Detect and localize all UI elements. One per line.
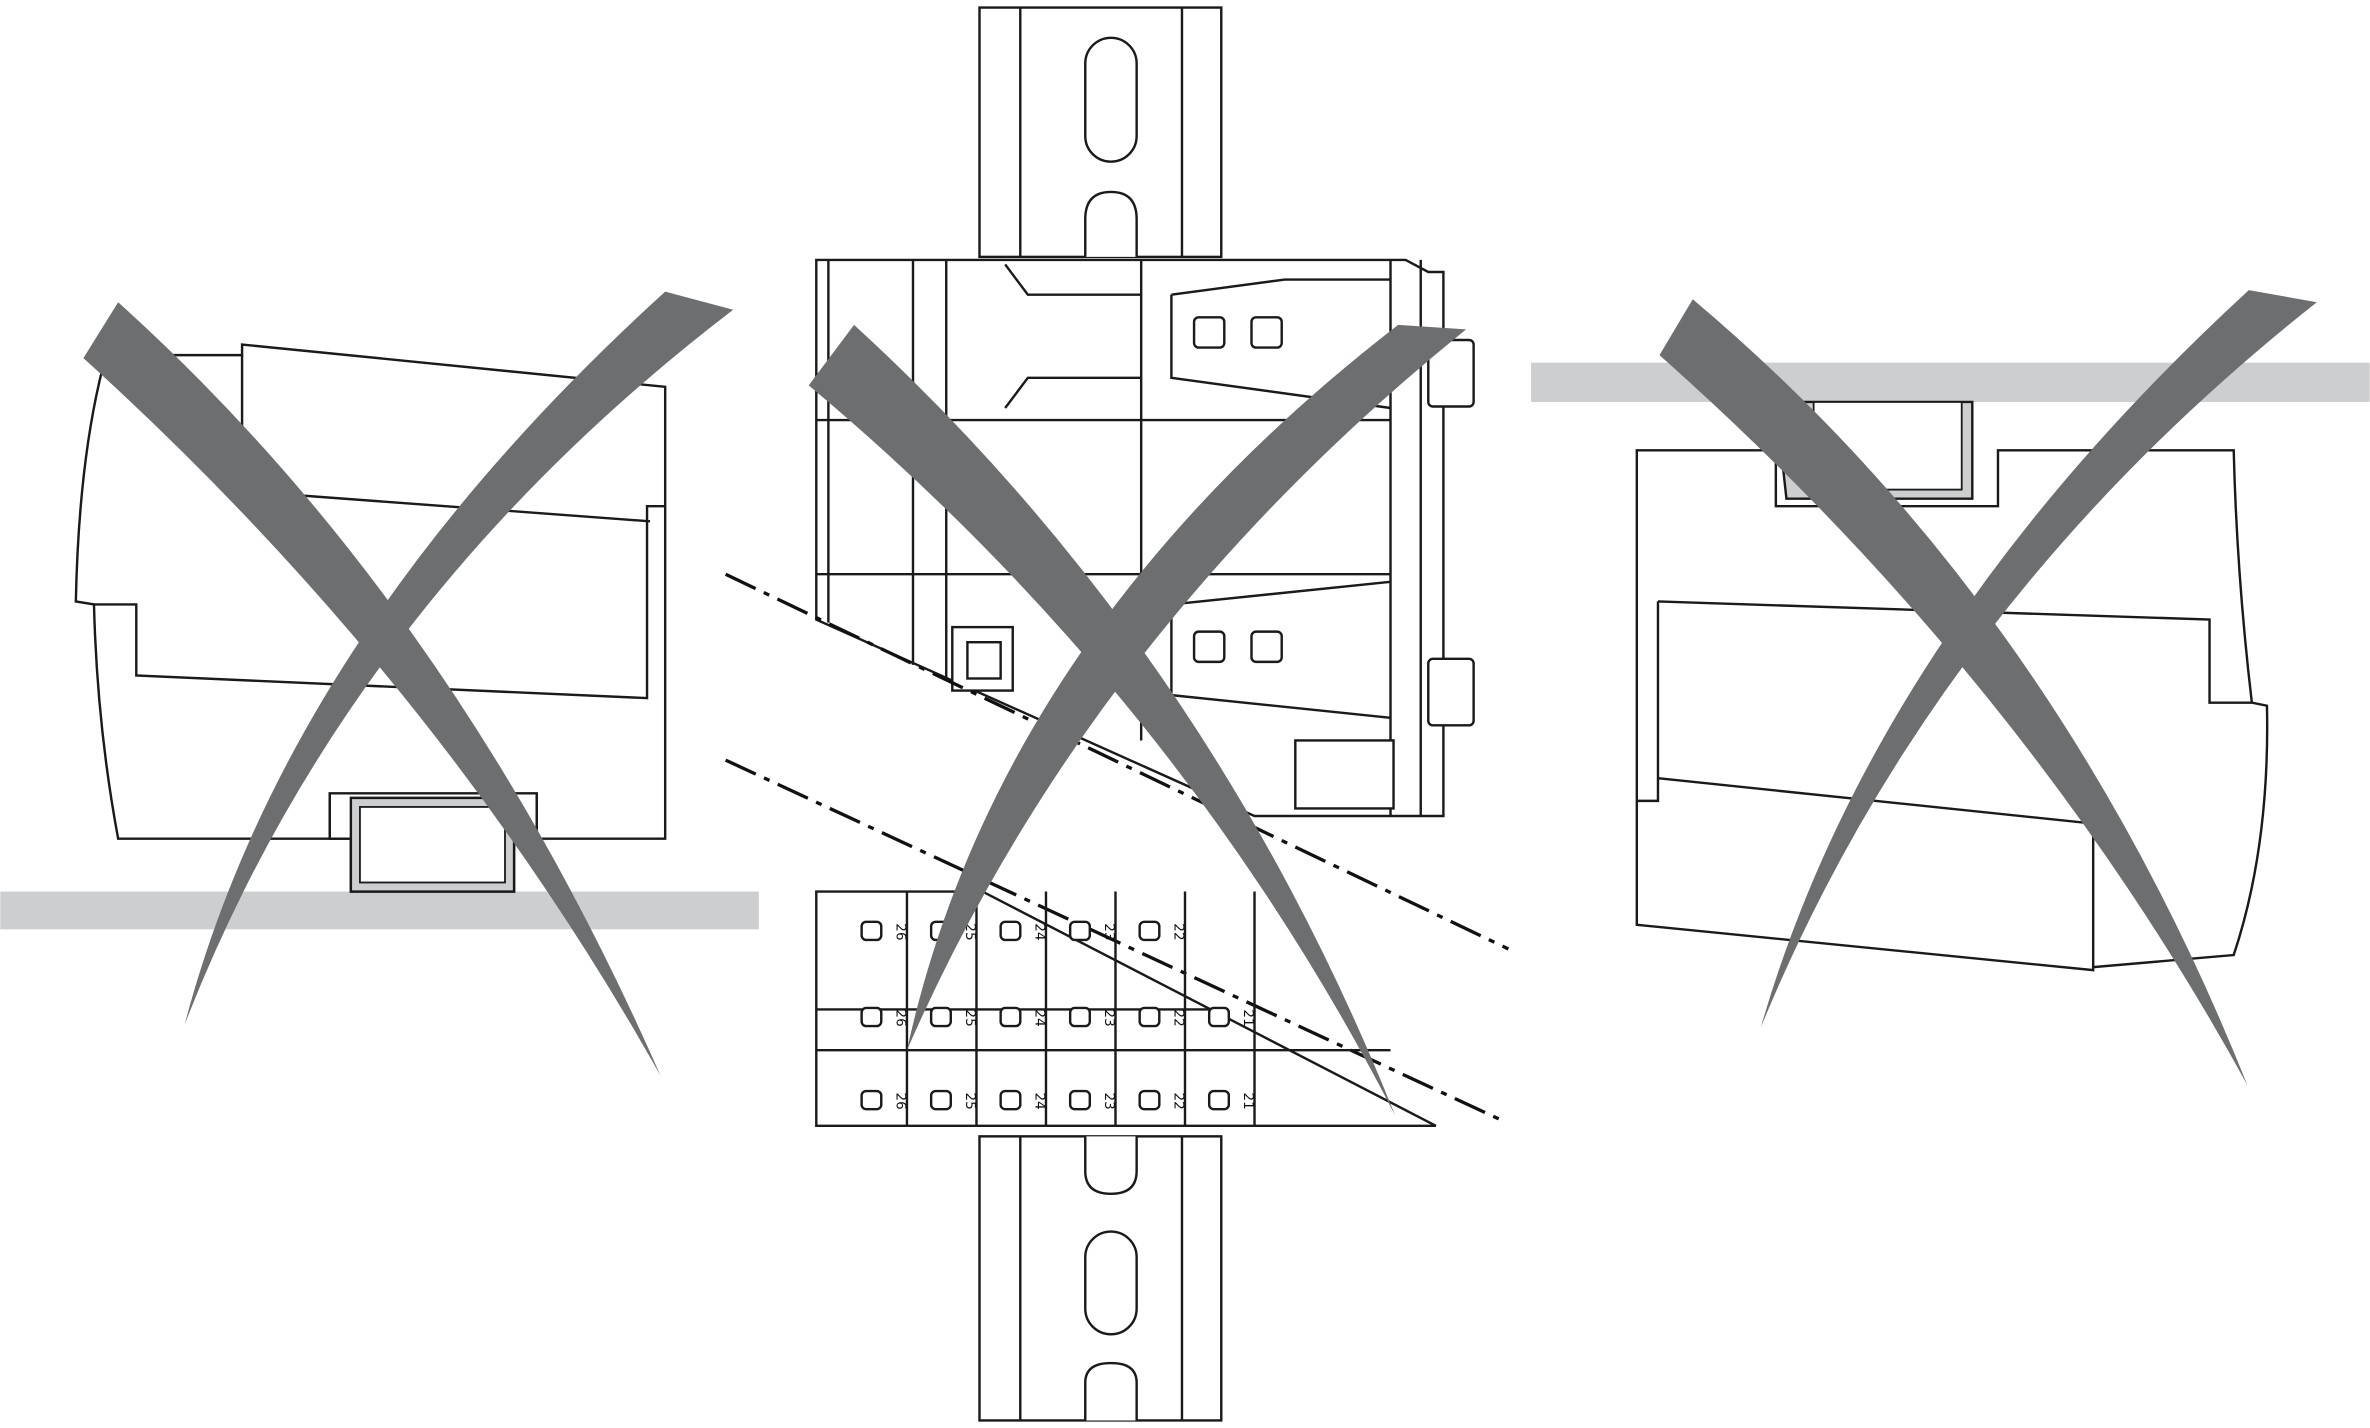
terminal-screw-icon: [860, 1089, 883, 1111]
cross-stroke-icon: [1659, 299, 2248, 1085]
module-top-section: [815, 258, 1475, 818]
terminal-screw-icon: [999, 1006, 1022, 1028]
terminal-screw-icon: [1068, 1006, 1092, 1028]
din-rail-right: [1531, 362, 2370, 402]
terminal-label: 23: [1101, 923, 1117, 940]
terminal-screw-icon: [860, 1006, 883, 1028]
terminal-screw-icon: [1207, 1006, 1231, 1028]
cross-stroke-icon: [83, 302, 661, 1076]
cut-line-upper: [724, 572, 1510, 951]
terminal-screw-icon: [929, 1089, 952, 1111]
terminal-screw-icon: [1068, 920, 1092, 942]
terminal-screw-icon: [999, 920, 1022, 942]
terminal-screw-icon: [1138, 1006, 1161, 1028]
terminal-label: 26: [892, 1009, 908, 1026]
terminal-screw-icon: [1068, 1089, 1092, 1111]
terminal-label: 26: [892, 1093, 908, 1110]
terminal-screw-icon: [999, 1089, 1022, 1111]
cross-mark-center: [808, 324, 1467, 1116]
terminal-screw-icon: [1138, 1089, 1161, 1111]
terminal-label: 24: [1031, 1093, 1047, 1110]
terminal-label: 25: [962, 1093, 978, 1110]
din-rail-vertical: [978, 6, 1223, 1422]
terminal-label: 23: [1101, 1093, 1117, 1110]
cross-stroke-icon: [808, 324, 1396, 1116]
terminal-label: 21: [1240, 1009, 1256, 1026]
module-housing-right: [1635, 449, 2269, 972]
terminal-label: 26: [892, 923, 908, 940]
terminal-screw-icon: [929, 1006, 952, 1028]
terminal-label: 23: [1101, 1009, 1117, 1026]
terminal-label: 21: [1240, 1093, 1256, 1110]
terminal-label: 24: [1031, 923, 1047, 940]
terminal-label: 22: [1170, 1093, 1186, 1110]
terminal-label: 22: [1170, 923, 1186, 940]
terminal-screw-icon: [1138, 920, 1161, 942]
terminal-label: 22: [1170, 1009, 1186, 1026]
din-rail-left: [0, 891, 759, 930]
terminal-label: 25: [962, 1009, 978, 1026]
terminal-screw-icon: [1207, 1089, 1231, 1111]
cross-mark-left: [83, 291, 734, 1076]
cross-mark-right: [1659, 290, 2317, 1085]
terminal-label: 24: [1031, 1009, 1047, 1026]
terminal-screw-icon: [860, 920, 883, 942]
